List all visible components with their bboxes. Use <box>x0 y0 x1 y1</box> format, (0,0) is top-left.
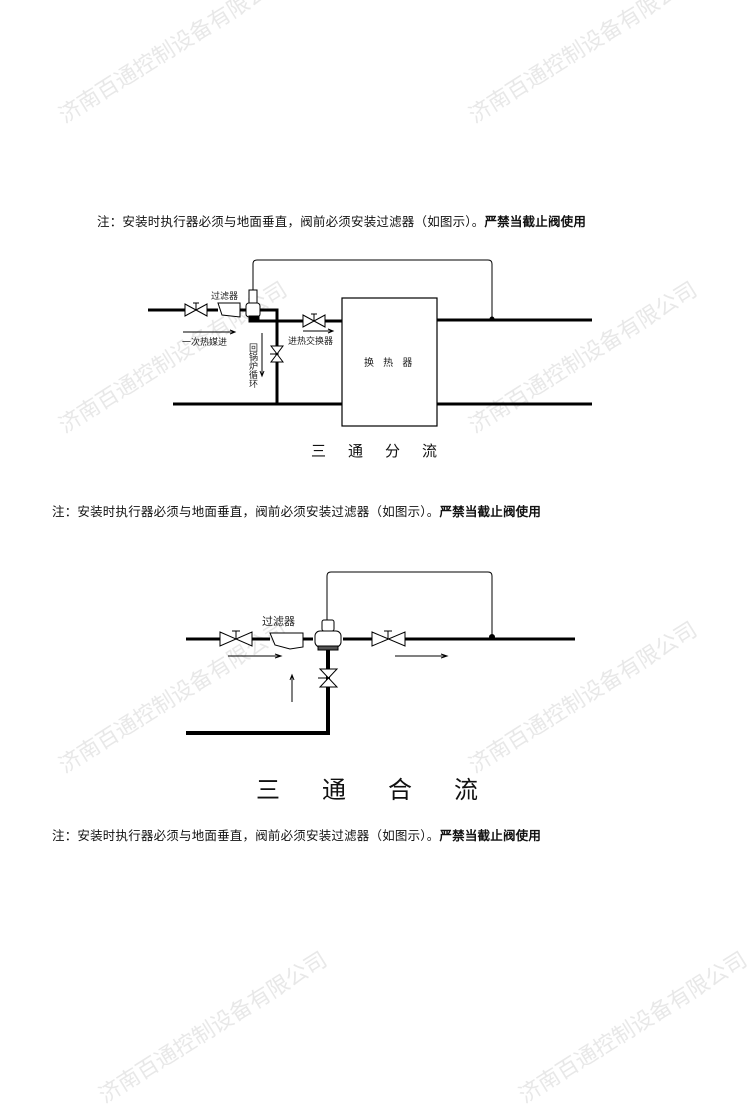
installation-note: 注：安装时执行器必须与地面垂直，阀前必须安装过滤器（如图示）。严禁当截止阀使用 <box>52 501 541 520</box>
diagram-caption: 三通分流 <box>311 442 460 460</box>
converging-flow-diagram <box>186 571 575 735</box>
note-text: 注：安装时执行器必须与地面垂直，阀前必须安装过滤器（如图示）。 <box>97 214 485 229</box>
flow-arrow <box>259 333 265 378</box>
inlet-label: 一次热媒进 <box>182 338 228 348</box>
filter-label: 过滤器 <box>211 292 239 302</box>
note-warning: 严禁当截止阀使用 <box>484 214 587 229</box>
note-text: 注：安装时执行器必须与地面垂直，阀前必须安装过滤器（如图示）。 <box>52 828 440 843</box>
note-warning: 严禁当截止阀使用 <box>439 828 542 843</box>
heat-exchanger-label: 换 热 器 <box>364 358 416 369</box>
installation-note: 注：安装时执行器必须与地面垂直，阀前必须安装过滤器（如图示）。严禁当截止阀使用 <box>97 211 586 230</box>
to-exchanger-label: 进热交换器 <box>288 337 334 347</box>
control-loop-line <box>326 571 493 637</box>
inlet-pipe <box>148 308 279 404</box>
bypass-pipe <box>186 645 330 735</box>
flow-arrow <box>228 653 283 659</box>
note-warning: 严禁当截止阀使用 <box>439 504 542 519</box>
filter <box>269 632 304 650</box>
flow-arrow <box>289 673 295 702</box>
installation-note: 注：安装时执行器必须与地面垂直，阀前必须安装过滤器（如图示）。严禁当截止阀使用 <box>52 825 541 844</box>
gate-valve <box>371 630 406 647</box>
diverging-flow-diagram <box>148 259 592 427</box>
control-loop-line <box>252 259 493 320</box>
flow-arrow <box>303 328 335 334</box>
filter-label: 过滤器 <box>262 615 295 628</box>
note-text: 注：安装时执行器必须与地面垂直，阀前必须安装过滤器（如图示）。 <box>52 504 440 519</box>
three-way-valve <box>314 630 342 648</box>
bypass-valve <box>318 668 339 688</box>
gate-valve <box>302 313 326 328</box>
heat-exchanger <box>341 297 438 427</box>
gate-valve <box>184 302 208 317</box>
gate-valve <box>219 630 253 647</box>
return-label: 回锅炉循环 <box>247 343 257 388</box>
flow-arrow <box>395 653 449 659</box>
bypass-valve <box>270 345 284 363</box>
flow-arrow <box>183 329 237 335</box>
filter <box>217 302 241 318</box>
diagram-caption: 三通合流 <box>256 776 520 804</box>
